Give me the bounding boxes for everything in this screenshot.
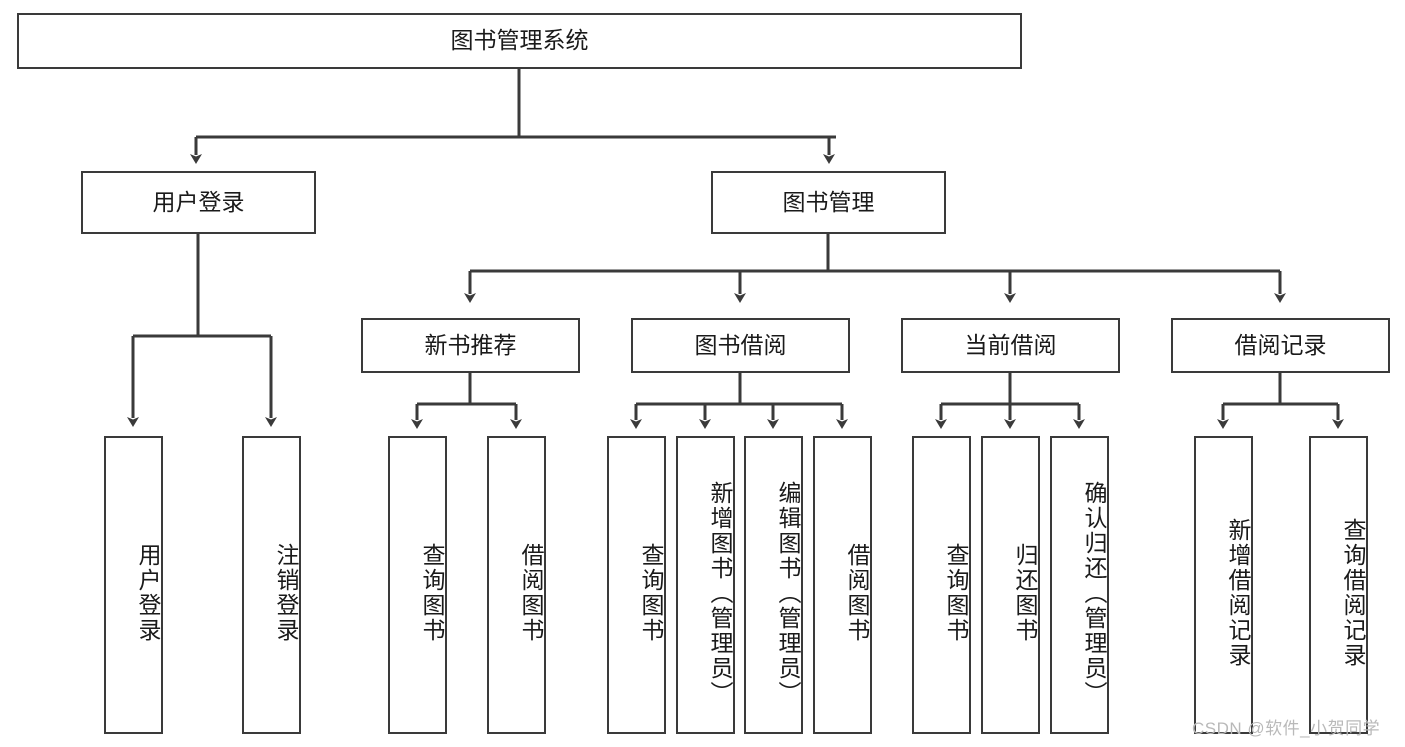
node-user-login[interactable]: 用户登录 (81, 171, 316, 234)
leaf-return-book[interactable]: 归还图书 (981, 436, 1040, 734)
node-book-management[interactable]: 图书管理 (711, 171, 946, 234)
node-label: 注销登录 (273, 543, 299, 643)
leaf-logout[interactable]: 注销登录 (242, 436, 301, 734)
node-label: 查询图书 (638, 543, 664, 643)
leaf-query-book-recommendation[interactable]: 查询图书 (388, 436, 447, 734)
leaf-add-book-admin[interactable]: 新增图书（管理员） (676, 436, 735, 734)
node-label: 查询借阅记录 (1340, 518, 1366, 668)
node-book-borrowing[interactable]: 图书借阅 (631, 318, 850, 373)
node-borrowing-records[interactable]: 借阅记录 (1171, 318, 1390, 373)
node-current-borrowing[interactable]: 当前借阅 (901, 318, 1120, 373)
node-label: 图书借阅 (694, 331, 787, 358)
node-label: 查询图书 (419, 543, 445, 643)
node-label: 借阅图书 (518, 543, 544, 643)
node-label: 编辑图书（管理员） (775, 480, 801, 706)
node-label: 新书推荐 (424, 331, 517, 358)
node-label: 用户登录 (135, 543, 161, 643)
node-label: 确认归还（管理员） (1081, 480, 1107, 706)
leaf-borrow-book-recommendation[interactable]: 借阅图书 (487, 436, 546, 734)
leaf-edit-book-admin[interactable]: 编辑图书（管理员） (744, 436, 803, 734)
leaf-add-borrowing-record[interactable]: 新增借阅记录 (1194, 436, 1253, 734)
leaf-borrow-book-borrowing[interactable]: 借阅图书 (813, 436, 872, 734)
node-label: 借阅图书 (844, 543, 870, 643)
leaf-user-login[interactable]: 用户登录 (104, 436, 163, 734)
node-label: 图书管理 (782, 188, 875, 215)
leaf-query-book-current[interactable]: 查询图书 (912, 436, 971, 734)
leaf-query-borrowing-record[interactable]: 查询借阅记录 (1309, 436, 1368, 734)
leaf-confirm-return-admin[interactable]: 确认归还（管理员） (1050, 436, 1109, 734)
node-label: 用户登录 (152, 188, 245, 215)
node-label: 查询图书 (943, 543, 969, 643)
node-label: 图书管理系统 (450, 27, 589, 54)
node-root-book-management-system[interactable]: 图书管理系统 (17, 13, 1022, 69)
node-label: 当前借阅 (964, 331, 1057, 358)
node-label: 借阅记录 (1234, 331, 1327, 358)
node-label: 新增借阅记录 (1225, 518, 1251, 668)
csdn-watermark: CSDN @软件_小贺同学 (1192, 719, 1381, 738)
node-label: 新增图书（管理员） (707, 480, 733, 706)
leaf-query-book-borrowing[interactable]: 查询图书 (607, 436, 666, 734)
node-label: 归还图书 (1012, 543, 1038, 643)
node-new-book-recommendation[interactable]: 新书推荐 (361, 318, 580, 373)
